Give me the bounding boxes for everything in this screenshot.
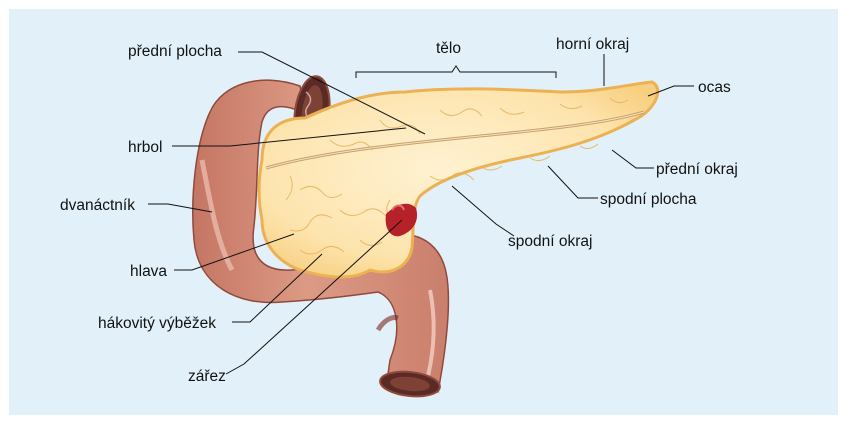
label-predni-plocha: přední plocha [128, 43, 222, 60]
body-bracket [356, 66, 556, 78]
pancreas-illustration [259, 82, 658, 277]
label-hlava: hlava [130, 263, 167, 280]
label-spodni-okraj: spodní okraj [508, 233, 592, 250]
label-predni-okraj: přední okraj [656, 161, 738, 178]
label-dvanactnik: dvanáctník [60, 197, 135, 214]
label-telo: tělo [436, 40, 461, 57]
label-spodni-plocha: spodní plocha [600, 191, 697, 208]
label-hrbol: hrbol [128, 139, 162, 156]
label-hakovity-vybezek: hákovitý výběžek [98, 315, 216, 332]
label-horni-okraj: horní okraj [556, 36, 629, 53]
label-ocas: ocas [698, 79, 731, 96]
label-zarez: zářez [188, 368, 226, 385]
